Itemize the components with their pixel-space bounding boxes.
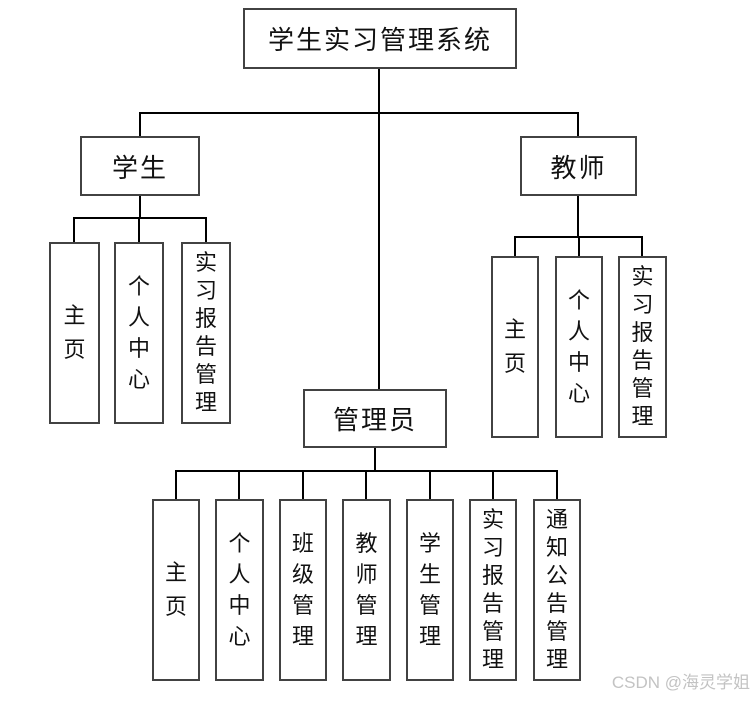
vertical-label-char: 个 [567,287,590,313]
node-admin-profile: 个人中心 [215,499,264,681]
vertical-label-char: 教 [355,530,378,556]
vertical-label-char: 心 [567,380,590,406]
vertical-label-char: 理 [545,647,568,672]
vertical-label-char: 师 [355,561,378,587]
connector-admin-child-7 [556,470,558,500]
vertical-label-char: 理 [481,647,504,672]
vertical-label-char: 管 [418,592,441,618]
vertical-label-char: 管 [545,619,568,644]
vertical-label-char: 个 [127,273,150,299]
vertical-label-char: 主 [164,560,187,585]
vertical-label-char: 告 [194,334,217,359]
vertical-label-char: 学 [418,530,441,556]
connector-teacher-child-3 [641,236,643,257]
vertical-label-char: 生 [418,561,441,587]
vertical-label-char: 习 [194,278,217,303]
vertical-label-char: 实 [481,507,504,532]
connector-to-teacher [577,112,579,137]
vertical-label-char: 心 [127,366,150,392]
vertical-label-char: 习 [631,292,654,317]
vertical-label-char: 公 [545,563,568,588]
connector-admin-child-2 [238,470,240,500]
connector-student-child-1 [73,217,75,243]
connector-admin-child-3 [302,470,304,500]
node-teacher-report-mgmt: 实习报告管理 [618,256,667,438]
connector-admin-child-4 [365,470,367,500]
connector-student-down [139,196,141,219]
node-admin-report-mgmt: 实习报告管理 [469,499,517,681]
vertical-label-char: 理 [291,623,314,649]
vertical-label-char: 心 [228,623,251,649]
node-student: 学生 [80,136,200,196]
connector-root-to-admin [378,69,380,390]
vertical-label-char: 实 [194,250,217,275]
vertical-label-char: 人 [228,561,251,587]
connector-admin-child-5 [429,470,431,500]
vertical-label-char: 管 [355,592,378,618]
node-student-home: 主页 [49,242,100,424]
vertical-label-char: 通 [545,507,568,532]
vertical-label-char: 级 [291,561,314,587]
vertical-label-char: 管 [291,592,314,618]
vertical-label-char: 理 [355,623,378,649]
vertical-label-char: 中 [228,592,251,618]
node-admin-home: 主页 [152,499,200,681]
connector-level1-horizontal [139,112,579,114]
node-student-profile: 个人中心 [114,242,164,424]
vertical-label-char: 报 [631,320,654,345]
vertical-label-char: 班 [291,530,314,556]
connector-to-student [139,112,141,137]
vertical-label-char: 管 [194,362,217,387]
vertical-label-char: 主 [503,317,526,342]
node-admin-teacher-mgmt: 教师管理 [342,499,391,681]
vertical-label-char: 报 [481,563,504,588]
connector-teacher-child-1 [514,236,516,257]
connector-student-child-3 [205,217,207,243]
vertical-label-char: 实 [631,264,654,289]
vertical-label-char: 个 [228,530,251,556]
vertical-label-char: 管 [481,619,504,644]
vertical-label-char: 页 [503,351,526,376]
vertical-label-char: 中 [127,335,150,361]
vertical-label-char: 管 [631,376,654,401]
node-admin-student-mgmt: 学生管理 [406,499,454,681]
node-teacher: 教师 [520,136,637,196]
node-admin-notice-mgmt: 通知公告管理 [533,499,581,681]
vertical-label-char: 理 [631,404,654,429]
vertical-label-char: 报 [194,306,217,331]
connector-student-child-2 [138,217,140,243]
vertical-label-char: 页 [164,594,187,619]
node-teacher-profile: 个人中心 [555,256,603,438]
connector-admin-child-1 [175,470,177,500]
connector-student-horizontal [73,217,207,219]
vertical-label-char: 中 [567,349,590,375]
node-teacher-home: 主页 [491,256,539,438]
node-root: 学生实习管理系统 [243,8,517,69]
vertical-label-char: 告 [545,591,568,616]
node-student-report-mgmt: 实习报告管理 [181,242,231,424]
vertical-label-char: 人 [127,304,150,330]
node-admin: 管理员 [303,389,447,448]
vertical-label-char: 习 [481,535,504,560]
connector-teacher-child-2 [578,236,580,257]
connector-admin-down [374,448,376,472]
watermark-text: CSDN @海灵学姐 [611,673,750,692]
vertical-label-char: 告 [481,591,504,616]
vertical-label-char: 理 [194,390,217,415]
connector-teacher-down [577,196,579,238]
vertical-label-char: 告 [631,348,654,373]
vertical-label-char: 页 [63,337,86,362]
vertical-label-char: 知 [545,535,568,560]
vertical-label-char: 人 [567,318,590,344]
connector-admin-child-6 [492,470,494,500]
vertical-label-char: 理 [418,623,441,649]
vertical-label-char: 主 [63,303,86,328]
node-admin-class-mgmt: 班级管理 [279,499,327,681]
